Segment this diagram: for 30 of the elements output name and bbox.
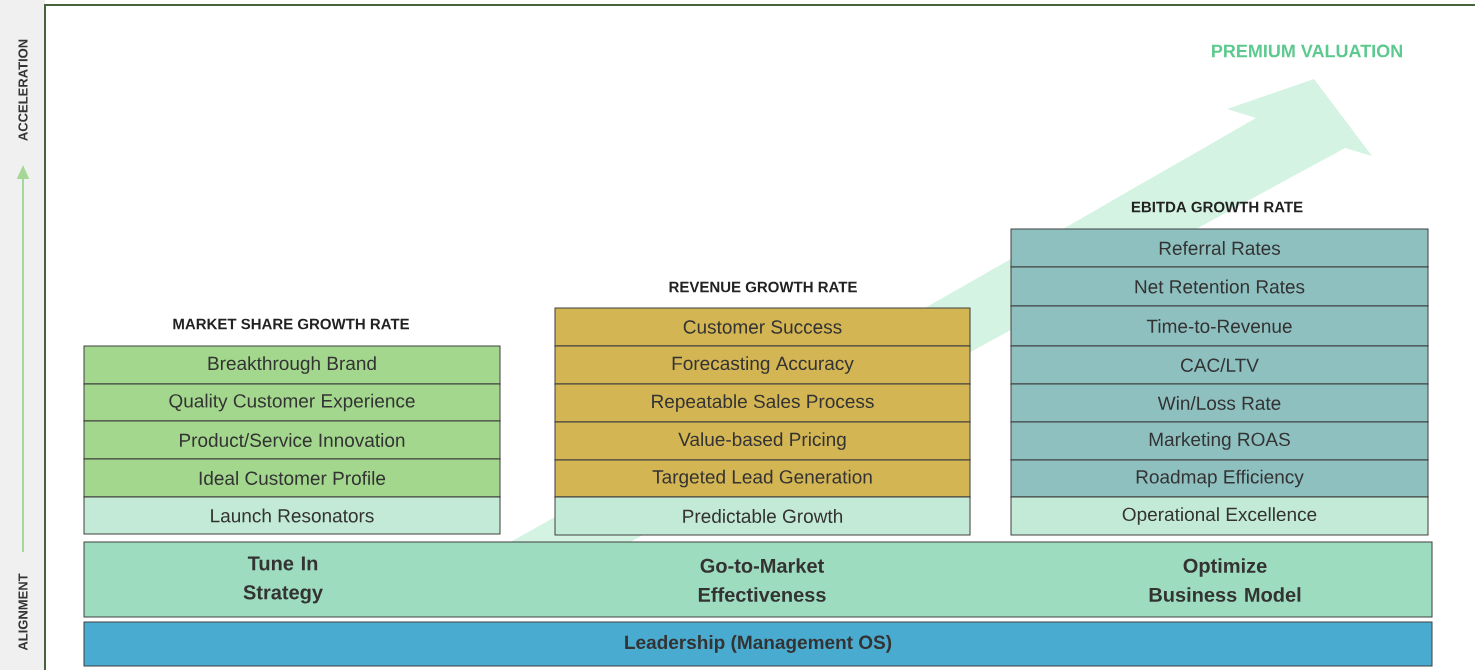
metric-box: CAC/LTV (1010, 345, 1429, 385)
metric-box: Value-based Pricing (554, 421, 971, 461)
metric-box: Breakthrough Brand (83, 345, 501, 385)
band-label: Optimize Business Model (1149, 558, 1301, 602)
metric-box: Product/Service Innovation (83, 420, 501, 460)
metric-box: Time-to-Revenue (1010, 305, 1429, 347)
band-label: Go-to-Market Effectiveness (698, 558, 826, 602)
pillar-band (83, 541, 1433, 618)
metric-box: Forecasting Accuracy (554, 345, 971, 385)
metric-box: Predictable Growth (554, 496, 971, 536)
metric-box: Customer Success (554, 307, 971, 347)
metric-box: Operational Excellence (1010, 496, 1429, 536)
metric-box: Repeatable Sales Process (554, 383, 971, 423)
metric-box: Roadmap Efficiency (1010, 459, 1429, 498)
column-heading: REVENUE GROWTH RATE (669, 281, 857, 293)
column-heading: EBITDA GROWTH RATE (1131, 201, 1303, 213)
metric-box: Targeted Lead Generation (554, 459, 971, 498)
metric-box: Net Retention Rates (1010, 266, 1429, 307)
metric-box: Launch Resonators (83, 496, 501, 535)
metric-box: Win/Loss Rate (1010, 383, 1429, 423)
leadership-bar: Leadership (Management OS) (83, 621, 1433, 667)
metric-box: Quality Customer Experience (83, 383, 501, 422)
metric-box: Referral Rates (1010, 228, 1429, 268)
arrow-label: PREMIUM VALUATION (1212, 44, 1402, 58)
column-heading: MARKET SHARE GROWTH RATE (173, 318, 409, 330)
axis-label: ALIGNMENT (18, 573, 28, 651)
axis-label: ACCELERATION (18, 39, 28, 141)
metric-box: Marketing ROAS (1010, 421, 1429, 461)
band-label: Tune In Strategy (243, 556, 323, 604)
metric-box: Ideal Customer Profile (83, 458, 501, 498)
